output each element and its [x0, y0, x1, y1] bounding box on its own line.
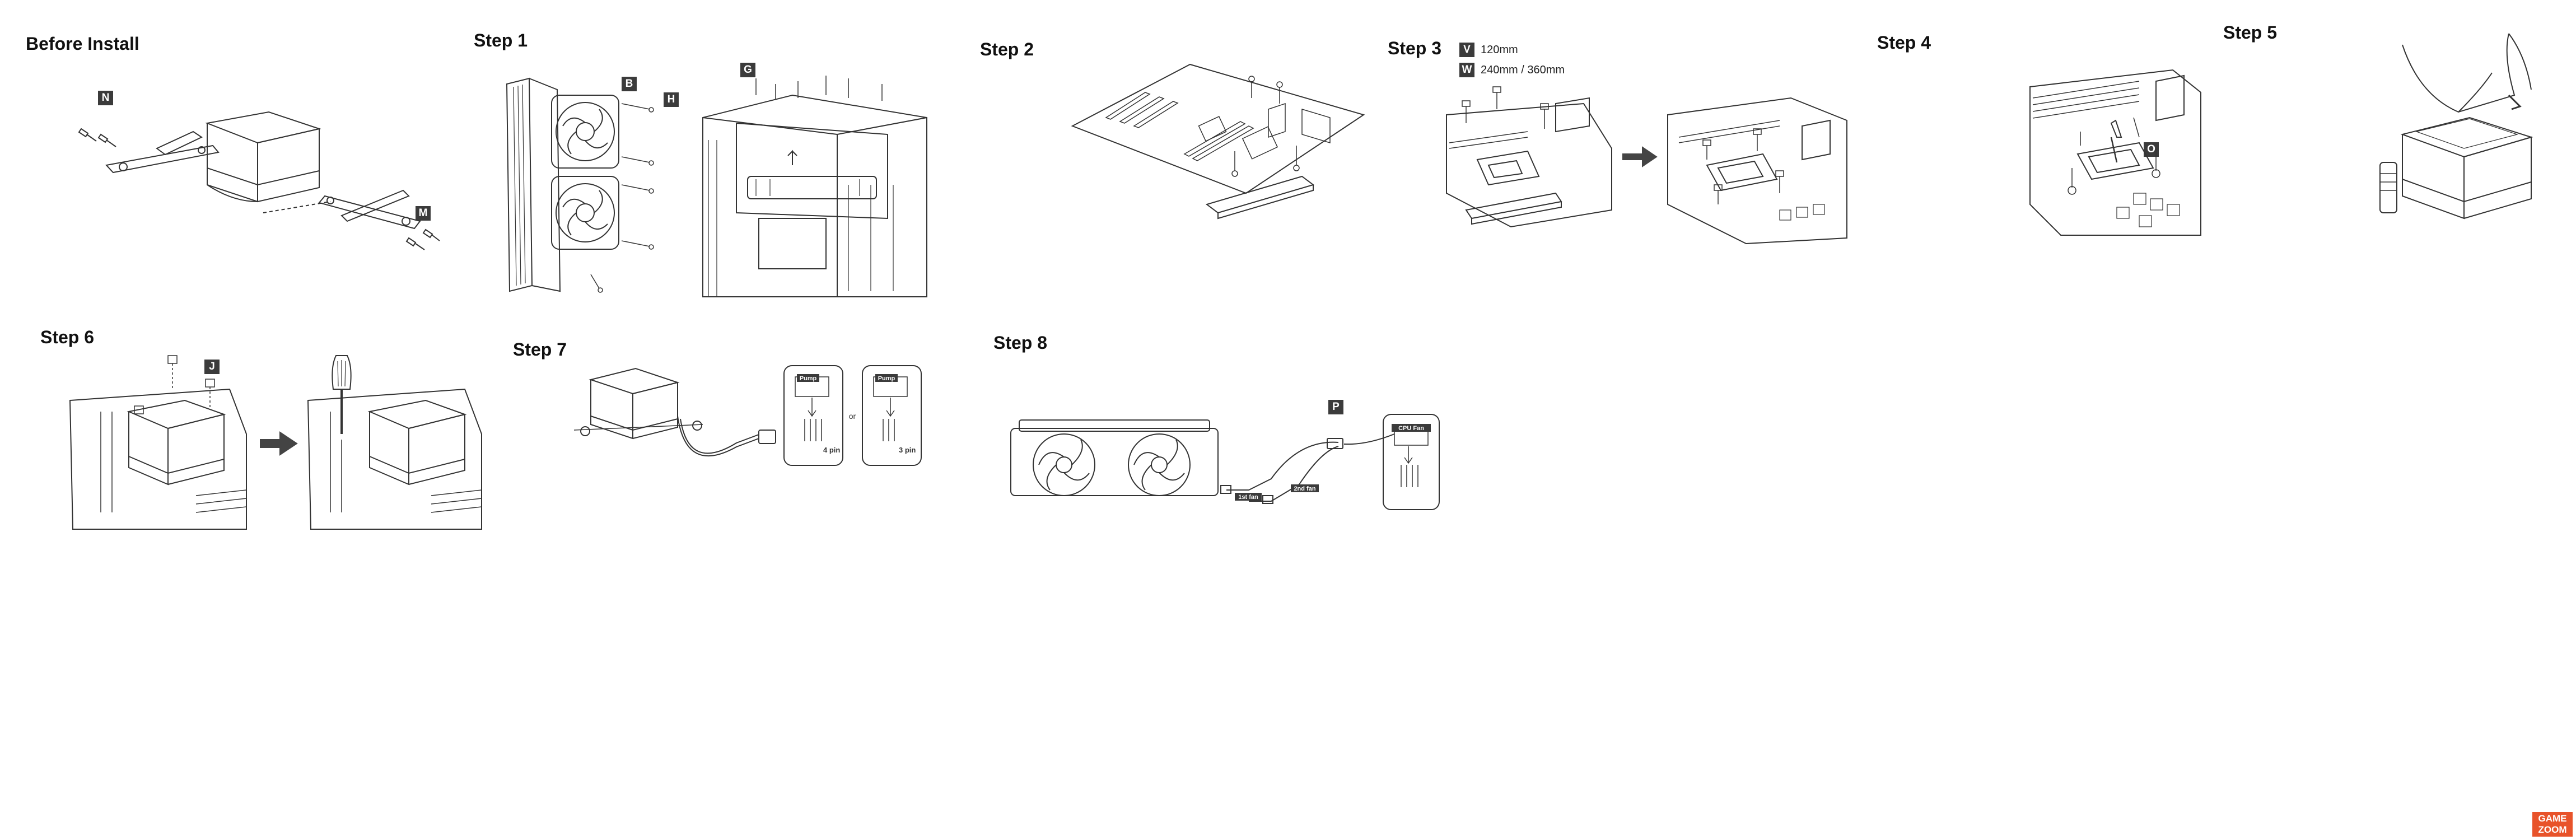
step1-illustration	[506, 76, 927, 297]
fan1-label: 1st fan	[1238, 494, 1258, 501]
pump-label-right: Pump	[878, 375, 895, 382]
step6-illustration	[69, 355, 482, 530]
or-label: or	[849, 412, 856, 421]
step4-title: Step 4	[1877, 32, 1931, 53]
part-tag-j: J	[204, 360, 220, 374]
part-tag-b: B	[622, 77, 637, 91]
before-install-illustration	[78, 111, 440, 250]
step8-illustration: CPU Fan 1st fan 2nd fan	[1010, 414, 1440, 510]
step3-illustration	[1446, 86, 1847, 245]
gamezoom-logo: GAME ZOOM	[2532, 812, 2573, 837]
logo-line1: GAME	[2538, 813, 2567, 824]
step1-title: Step 1	[474, 30, 528, 50]
pin4-label: 4 pin	[823, 446, 840, 454]
step4-illustration	[2029, 69, 2201, 236]
before-install-title: Before Install	[26, 34, 139, 54]
step2-title: Step 2	[980, 39, 1034, 59]
part-tag-n: N	[98, 91, 113, 105]
part-tag-h: H	[664, 92, 679, 107]
part-tag-v: V	[1459, 43, 1474, 57]
step5-illustration	[2379, 33, 2533, 220]
step6-title: Step 6	[40, 327, 95, 347]
logo-line2: ZOOM	[2538, 824, 2567, 835]
fan2-label: 2nd fan	[1294, 486, 1315, 492]
step2-illustration	[1071, 63, 1365, 220]
part-tag-w: W	[1459, 63, 1474, 77]
part-tag-m: M	[416, 206, 431, 221]
part-tag-g: G	[740, 63, 755, 77]
step7-illustration: Pump Pump or 4 pin 3 pin	[573, 365, 922, 466]
legend-v-text: 120mm	[1481, 44, 1518, 56]
cpu-fan-label: CPU Fan	[1398, 425, 1424, 432]
step3-title: Step 3	[1388, 38, 1442, 58]
step5-title: Step 5	[2223, 22, 2278, 43]
step8-title: Step 8	[993, 333, 1048, 353]
part-tag-p: P	[1328, 400, 1343, 414]
step7-title: Step 7	[513, 339, 567, 360]
legend-w-text: 240mm / 360mm	[1481, 64, 1565, 76]
pump-label-left: Pump	[800, 375, 817, 382]
pin3-label: 3 pin	[899, 446, 916, 454]
